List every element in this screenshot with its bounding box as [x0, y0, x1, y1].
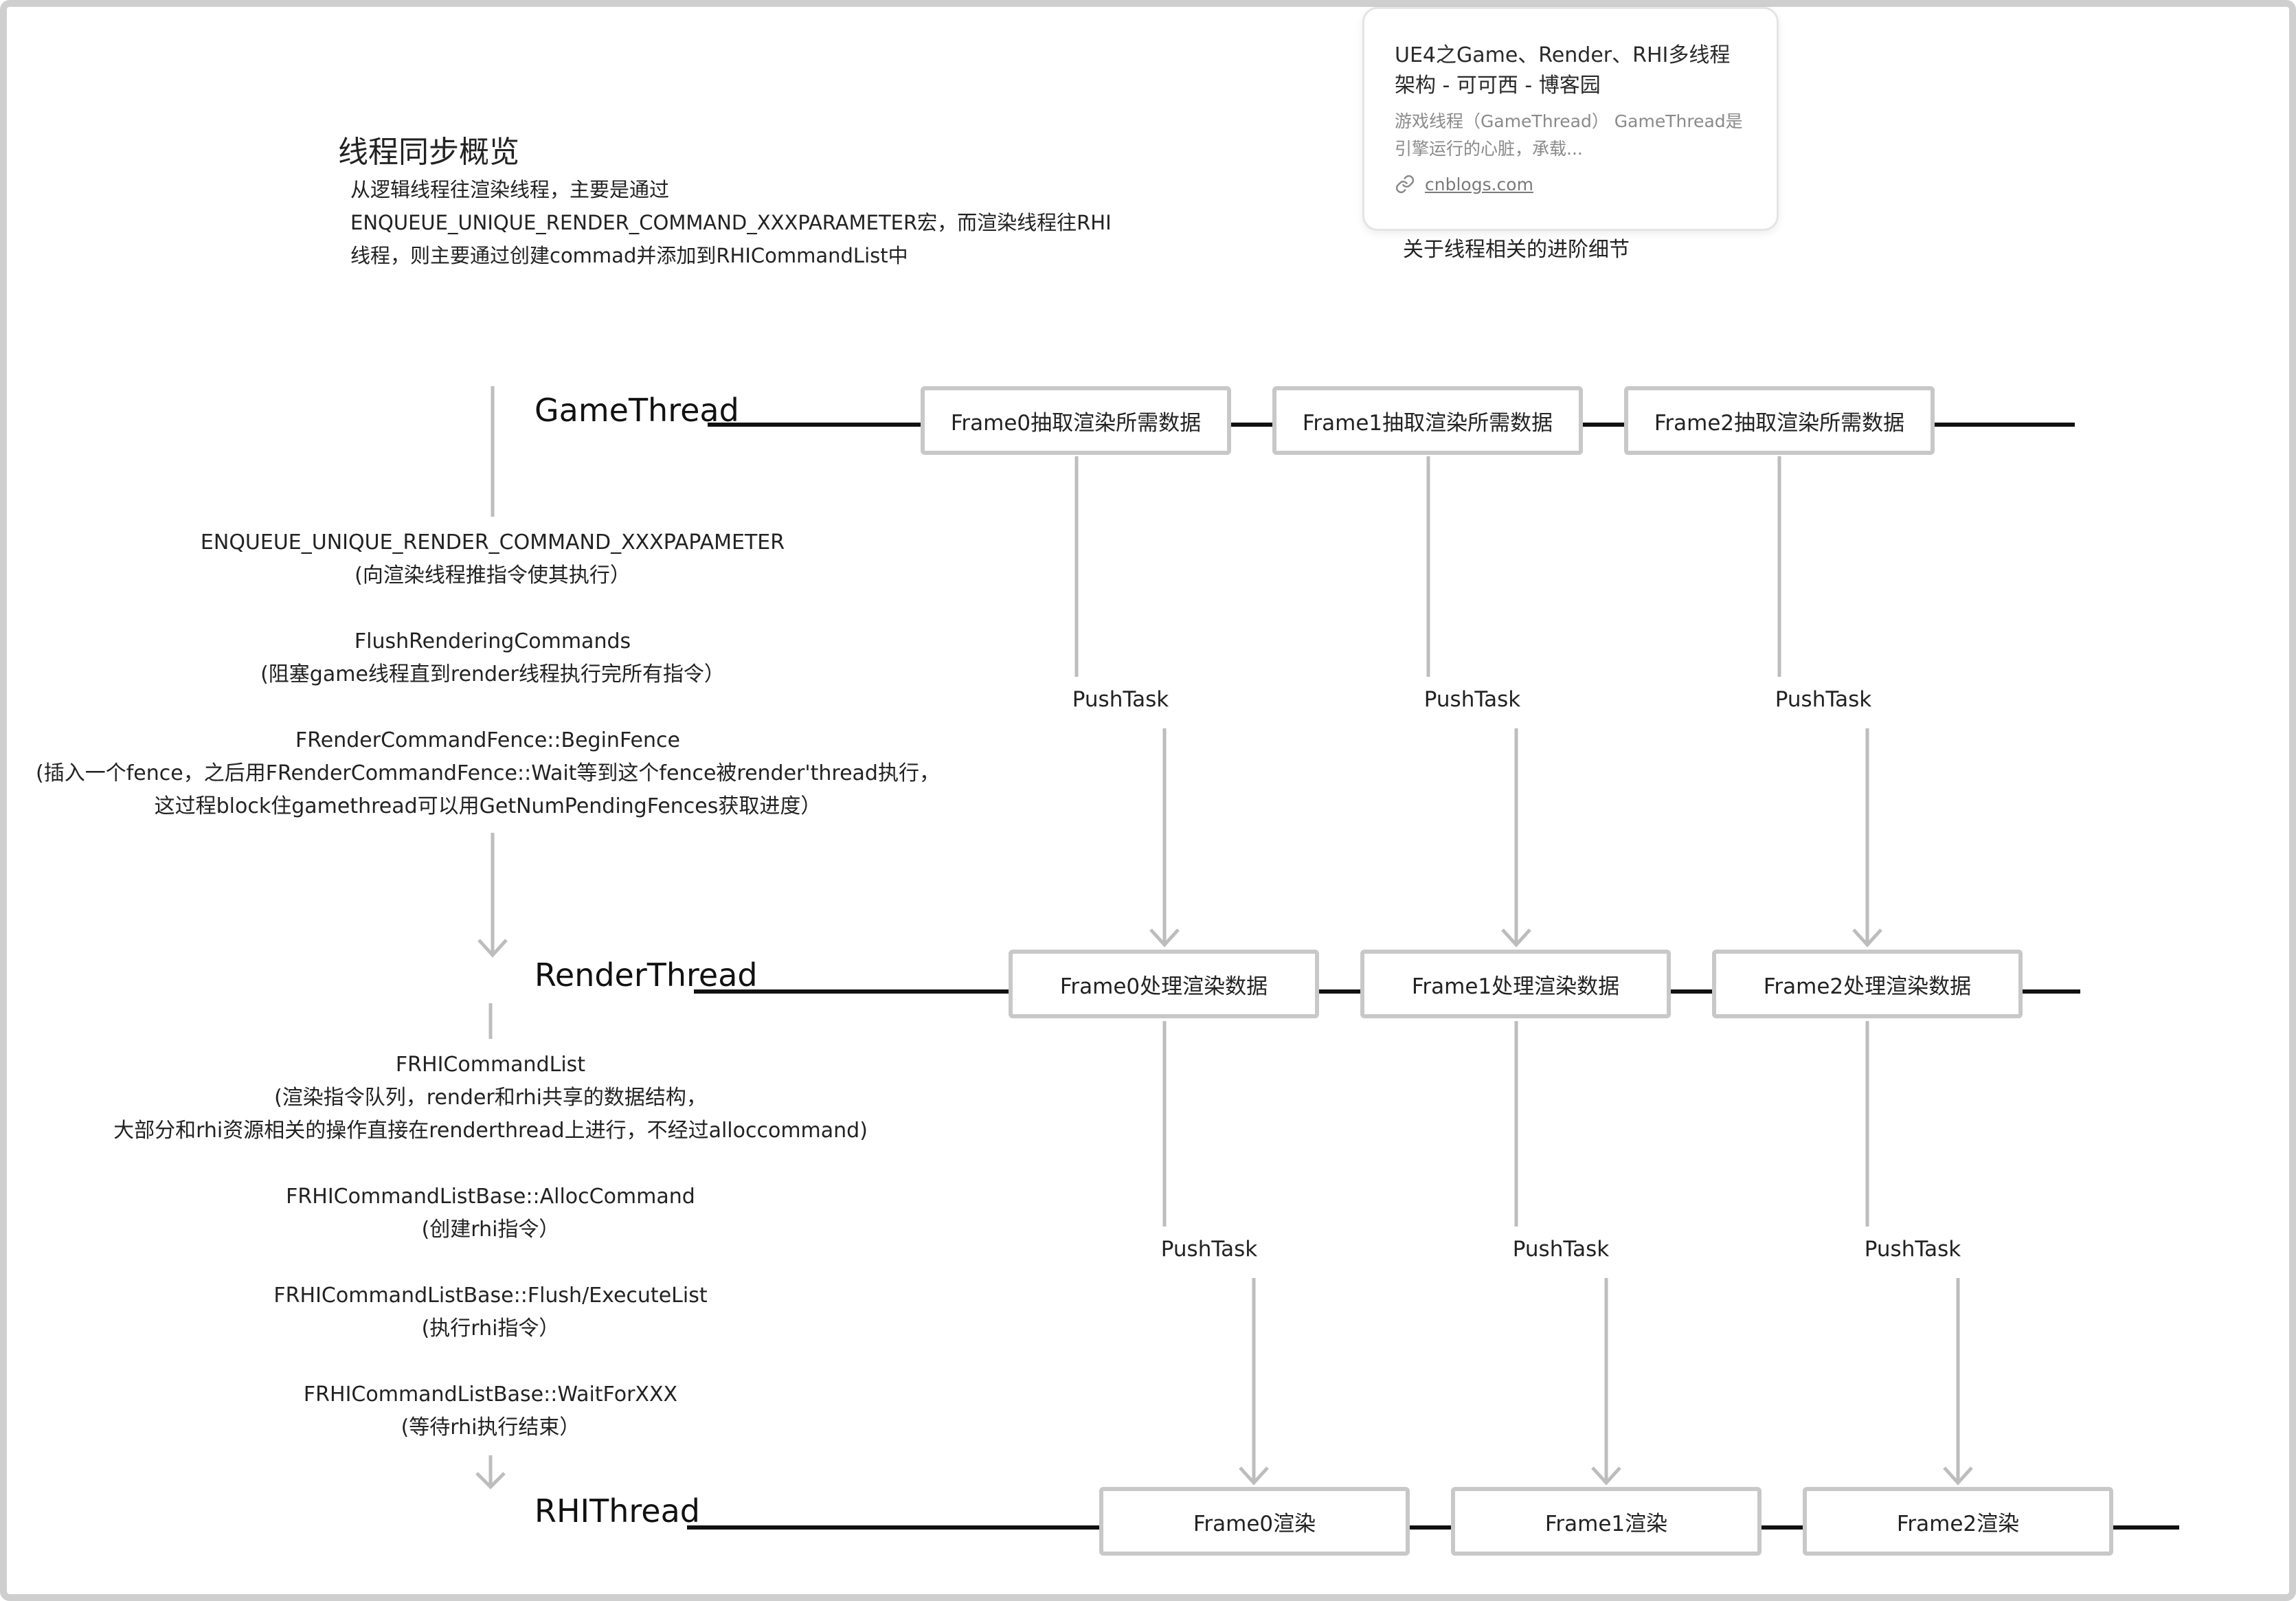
left-arrowhead-render — [477, 939, 508, 958]
push-arrowhead-rhi-0 — [1239, 1466, 1269, 1486]
link-card-domain[interactable]: cnblogs.com — [1425, 174, 1533, 194]
overview-intro-line-1: 从逻辑线程往渲染线程，主要是通过 — [350, 178, 670, 201]
push-arrowhead-render-0 — [1149, 928, 1180, 948]
note-enqueue-command: ENQUEUE_UNIQUE_RENDER_COMMAND_XXXPAPAMET… — [201, 526, 785, 592]
link-icon — [1395, 175, 1415, 194]
note-rhi-command-list: FRHICommandList (渲染指令队列，render和rhi共享的数据结… — [113, 1049, 868, 1147]
note-fence-desc-1: (插入一个fence，之后用FRenderCommandFence::Wait等… — [36, 761, 940, 785]
note-begin-fence: FRenderCommandFence::BeginFence (插入一个fen… — [36, 724, 940, 823]
overview-intro-line-2: ENQUEUE_UNIQUE_RENDER_COMMAND_XXXPARAMET… — [350, 211, 1112, 234]
push-arrowhead-rhi-2 — [1943, 1466, 1973, 1486]
push-arrowhead-render-1 — [1501, 928, 1531, 948]
rhi-frame-2[interactable]: Frame2渲染 — [1803, 1487, 2113, 1556]
note-flush-execute: FRHICommandListBase::Flush/ExecuteList (… — [273, 1279, 707, 1345]
link-preview-card[interactable]: UE4之Game、Render、RHI多线程架构 - 可可西 - 博客园 游戏线… — [1362, 7, 1779, 231]
rhi-frame-0[interactable]: Frame0渲染 — [1099, 1487, 1410, 1556]
push-label-game-2: PushTask — [1775, 687, 1872, 712]
note-flushexec-name: FRHICommandListBase::Flush/ExecuteList — [273, 1284, 708, 1308]
note-flush-name: FlushRenderingCommands — [354, 629, 631, 653]
note-wait-for: FRHICommandListBase::WaitForXXX (等待rhi执行… — [304, 1378, 677, 1444]
note-enqueue-desc: (向渲染线程推指令使其执行） — [354, 563, 631, 587]
gamethread-label: GameThread — [534, 392, 739, 429]
note-cmdlist-desc-1: (渲染指令队列，render和rhi共享的数据结构， — [274, 1086, 707, 1110]
note-cmdlist-name: FRHICommandList — [395, 1053, 586, 1077]
link-card-url[interactable]: cnblogs.com — [1395, 174, 1746, 194]
push-arrowhead-rhi-1 — [1591, 1466, 1621, 1486]
push-label-game-0: PushTask — [1072, 687, 1169, 712]
rhithread-label: RHIThread — [534, 1492, 700, 1530]
link-card-description: 游戏线程（GameThread） GameThread是引擎运行的心脏，承载..… — [1395, 111, 1743, 159]
game-frame-1[interactable]: Frame1抽取渲染所需数据 — [1272, 386, 1583, 455]
push-arrowhead-render-2 — [1852, 928, 1882, 948]
note-wait-desc: (等待rhi执行结束） — [401, 1415, 581, 1440]
note-fence-name: FRenderCommandFence::BeginFence — [295, 728, 680, 752]
note-fence-desc-2: 这过程block住gamethread可以用GetNumPendingFence… — [154, 794, 822, 818]
note-cmdlist-desc-2: 大部分和rhi资源相关的操作直接在renderthread上进行，不经过allo… — [113, 1119, 868, 1143]
push-label-game-1: PushTask — [1423, 687, 1521, 712]
note-alloc-name: FRHICommandListBase::AllocCommand — [286, 1185, 695, 1209]
render-frame-1[interactable]: Frame1处理渲染数据 — [1360, 950, 1671, 1018]
note-flush-desc: (阻塞game线程直到render线程执行完所有指令） — [260, 662, 725, 686]
note-flushexec-desc: (执行rhi指令） — [421, 1317, 560, 1341]
game-frame-0[interactable]: Frame0抽取渲染所需数据 — [921, 386, 1231, 455]
render-frame-0[interactable]: Frame0处理渲染数据 — [1009, 950, 1319, 1018]
overview-title: 线程同步概览 — [338, 135, 519, 170]
game-frame-2[interactable]: Frame2抽取渲染所需数据 — [1624, 386, 1935, 455]
left-arrowhead-rhi — [475, 1472, 506, 1490]
push-label-render-1: PushTask — [1512, 1237, 1610, 1262]
note-alloc-desc: (创建rhi指令） — [421, 1218, 560, 1242]
push-label-render-0: PushTask — [1160, 1237, 1258, 1262]
rhi-frame-1[interactable]: Frame1渲染 — [1451, 1487, 1762, 1556]
overview-intro-line-3: 线程，则主要通过创建commad并添加到RHICommandList中 — [350, 244, 908, 267]
render-frame-2[interactable]: Frame2处理渲染数据 — [1712, 950, 2023, 1018]
renderthread-label: RenderThread — [534, 956, 758, 994]
note-alloc-command: FRHICommandListBase::AllocCommand (创建rhi… — [286, 1180, 695, 1246]
push-label-render-2: PushTask — [1864, 1237, 1961, 1262]
note-flush-rendering: FlushRenderingCommands (阻塞game线程直到render… — [260, 625, 725, 691]
note-wait-name: FRHICommandListBase::WaitForXXX — [303, 1382, 678, 1407]
link-card-title[interactable]: UE4之Game、Render、RHI多线程架构 - 可可西 - 博客园 — [1395, 43, 1731, 98]
note-enqueue-name: ENQUEUE_UNIQUE_RENDER_COMMAND_XXXPAPAMET… — [200, 530, 785, 555]
link-card-caption: 关于线程相关的进阶细节 — [1403, 238, 1630, 262]
